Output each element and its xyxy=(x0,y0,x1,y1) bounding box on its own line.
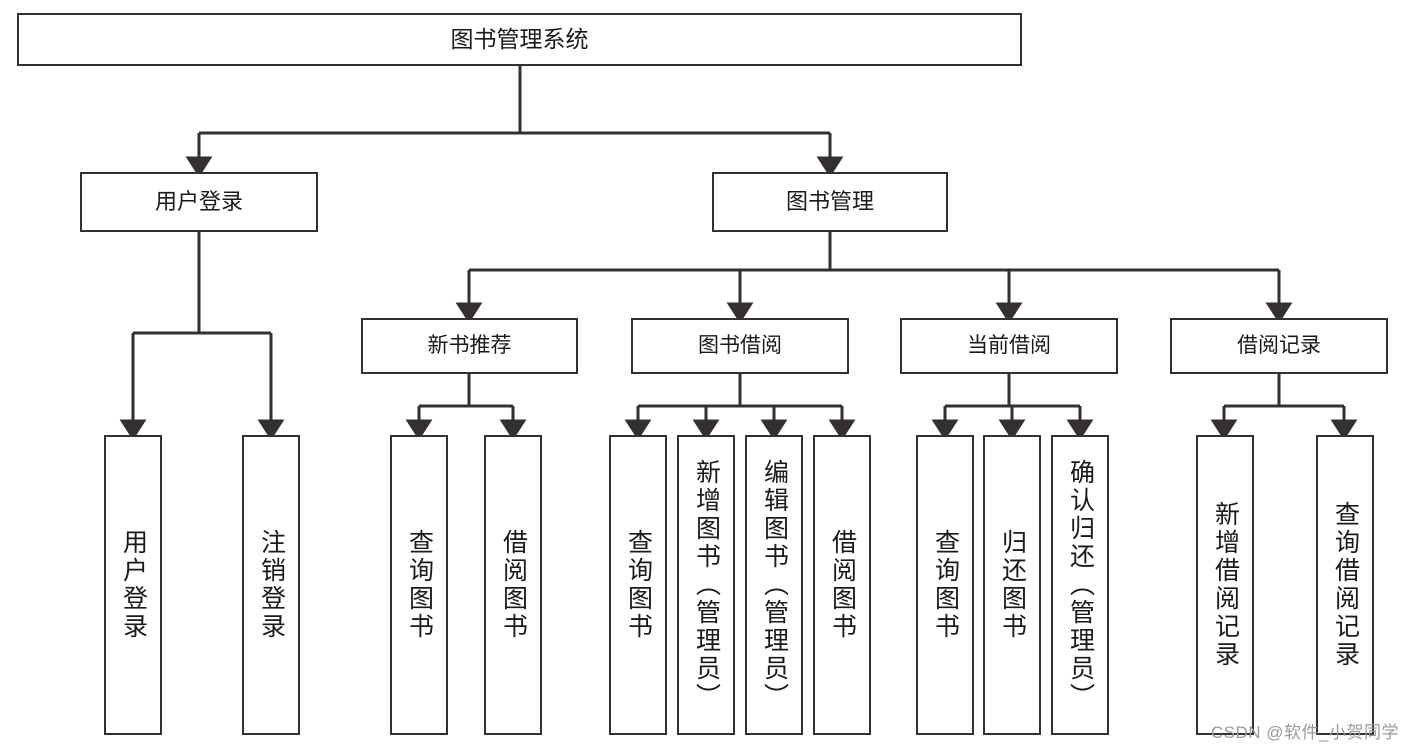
node-leaf-book-borrow-query-label: 查询图书 xyxy=(624,529,653,641)
node-leaf-book-borrow-query[interactable]: 查询图书 xyxy=(609,435,667,735)
watermark: CSDN @软件_小贺同学 xyxy=(1210,723,1399,742)
node-root-system[interactable]: 图书管理系统 xyxy=(17,13,1022,66)
node-leaf-borrow-record-add-label: 新增借阅记录 xyxy=(1211,501,1240,669)
node-leaf-new-book-query-label: 查询图书 xyxy=(405,529,434,641)
node-new-book-recommend[interactable]: 新书推荐 xyxy=(361,318,578,374)
node-leaf-current-borrow-query[interactable]: 查询图书 xyxy=(916,435,974,735)
node-user-login[interactable]: 用户登录 xyxy=(80,172,318,232)
node-leaf-book-borrow-add[interactable]: 新增图书（管理员） xyxy=(677,435,735,735)
node-borrow-record[interactable]: 借阅记录 xyxy=(1170,318,1388,374)
node-current-borrow[interactable]: 当前借阅 xyxy=(900,318,1118,374)
node-leaf-new-book-borrow[interactable]: 借阅图书 xyxy=(484,435,542,735)
node-leaf-book-borrow-borrow-label: 借阅图书 xyxy=(828,529,857,641)
node-leaf-new-book-borrow-label: 借阅图书 xyxy=(499,529,528,641)
node-leaf-borrow-record-query[interactable]: 查询借阅记录 xyxy=(1316,435,1374,735)
node-leaf-new-book-query[interactable]: 查询图书 xyxy=(390,435,448,735)
node-leaf-current-borrow-confirm[interactable]: 确认归还（管理员） xyxy=(1051,435,1109,735)
node-leaf-book-borrow-add-label: 新增图书（管理员） xyxy=(692,459,721,711)
node-borrow-record-label: 借阅记录 xyxy=(1237,333,1321,357)
node-leaf-user-login-signout[interactable]: 注销登录 xyxy=(242,435,300,735)
node-leaf-book-borrow-edit-label: 编辑图书（管理员） xyxy=(760,459,789,711)
node-book-manage[interactable]: 图书管理 xyxy=(712,172,948,232)
node-leaf-user-login-signin-label: 用户登录 xyxy=(119,529,148,641)
node-root-system-label: 图书管理系统 xyxy=(450,26,589,53)
node-book-manage-label: 图书管理 xyxy=(785,189,874,215)
node-leaf-book-borrow-edit[interactable]: 编辑图书（管理员） xyxy=(745,435,803,735)
node-leaf-borrow-record-add[interactable]: 新增借阅记录 xyxy=(1196,435,1254,735)
node-leaf-current-borrow-return[interactable]: 归还图书 xyxy=(983,435,1041,735)
node-new-book-recommend-label: 新书推荐 xyxy=(427,333,512,357)
node-leaf-user-login-signout-label: 注销登录 xyxy=(257,529,286,641)
node-leaf-current-borrow-query-label: 查询图书 xyxy=(931,529,960,641)
node-user-login-label: 用户登录 xyxy=(154,189,243,215)
node-book-borrow-label: 图书借阅 xyxy=(698,333,782,357)
node-leaf-borrow-record-query-label: 查询借阅记录 xyxy=(1331,501,1360,669)
node-leaf-user-login-signin[interactable]: 用户登录 xyxy=(104,435,162,735)
node-leaf-book-borrow-borrow[interactable]: 借阅图书 xyxy=(813,435,871,735)
node-leaf-current-borrow-return-label: 归还图书 xyxy=(998,529,1027,641)
node-leaf-current-borrow-confirm-label: 确认归还（管理员） xyxy=(1066,459,1095,711)
node-book-borrow[interactable]: 图书借阅 xyxy=(631,318,849,374)
node-current-borrow-label: 当前借阅 xyxy=(967,333,1051,357)
